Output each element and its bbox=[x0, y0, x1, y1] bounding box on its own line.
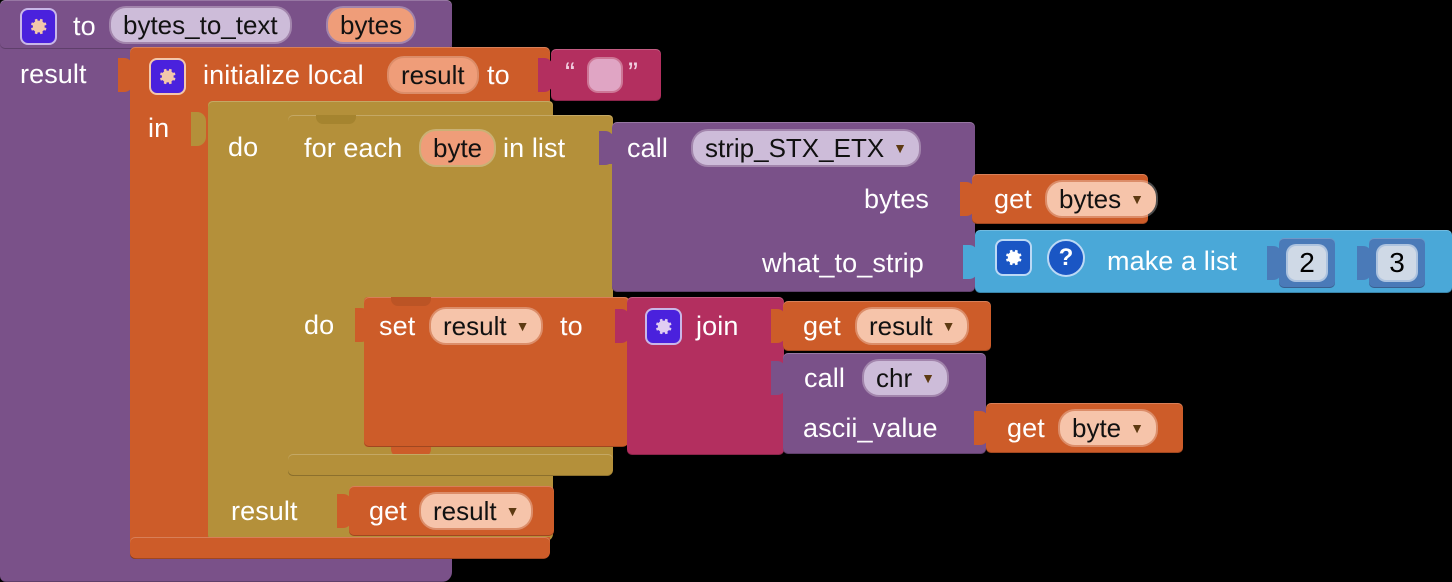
for-each-top-notch bbox=[316, 115, 356, 124]
join-operand-socket-2[interactable] bbox=[771, 361, 786, 395]
get-label-result-return: get bbox=[369, 496, 407, 526]
set-variable-dropdown-result[interactable]: result ▼ bbox=[431, 309, 542, 343]
procedure-name-field[interactable]: bytes_to_text bbox=[111, 8, 290, 42]
get-label-result-join: get bbox=[803, 311, 841, 341]
for-each-in-list-label: in list bbox=[503, 133, 566, 163]
make-a-list-mutator-gear-icon[interactable] bbox=[995, 239, 1032, 276]
procedure-mutator-gear-icon[interactable] bbox=[20, 8, 57, 45]
set-variable-text-result: result bbox=[443, 310, 507, 341]
procedure-to-keyword: to bbox=[73, 11, 96, 41]
text-string-field[interactable] bbox=[589, 59, 621, 91]
set-result-top-notch bbox=[391, 297, 431, 306]
call-procedure-name-dropdown-chr[interactable]: chr ▼ bbox=[864, 361, 947, 395]
join-label: join bbox=[696, 311, 739, 341]
set-value-socket[interactable] bbox=[615, 309, 630, 343]
make-a-list-item-socket-1[interactable] bbox=[1267, 246, 1282, 280]
chevron-down-icon[interactable]: ▼ bbox=[1130, 420, 1145, 436]
initialize-local-mutator-gear-icon[interactable] bbox=[149, 58, 186, 95]
call-chr-arg-socket-ascii-value[interactable] bbox=[974, 411, 989, 445]
get-label-bytes: get bbox=[994, 184, 1032, 214]
chevron-down-icon[interactable]: ▼ bbox=[941, 318, 956, 334]
text-close-quote: ” bbox=[628, 57, 638, 90]
local-result-return-socket[interactable] bbox=[337, 494, 352, 528]
call-procedure-name-dropdown-strip[interactable]: strip_STX_ETX ▼ bbox=[693, 131, 920, 165]
chevron-down-icon[interactable]: ▼ bbox=[515, 318, 530, 334]
for-each-prefix-label: for each bbox=[304, 133, 403, 163]
join-mutator-gear-icon[interactable] bbox=[645, 308, 682, 345]
text-open-quote: “ bbox=[565, 57, 575, 90]
get-variable-dropdown-result-return[interactable]: result ▼ bbox=[421, 494, 532, 528]
get-label-byte: get bbox=[1007, 413, 1045, 443]
for-each-loop-variable-field[interactable]: byte bbox=[421, 131, 495, 165]
question-mark-icon[interactable]: ? bbox=[1047, 239, 1085, 277]
for-each-body-do-label: do bbox=[304, 310, 335, 340]
initialize-local-body-socket[interactable] bbox=[191, 112, 206, 146]
get-variable-dropdown-bytes[interactable]: bytes ▼ bbox=[1047, 182, 1157, 216]
call-arg-socket-bytes[interactable] bbox=[960, 182, 975, 216]
number-field-1[interactable]: 2 bbox=[1288, 246, 1326, 280]
get-variable-text-result-return: result bbox=[433, 495, 497, 526]
call-arg-label-bytes: bytes bbox=[864, 184, 930, 214]
initialize-local-to-label: to bbox=[487, 60, 510, 90]
chevron-down-icon[interactable]: ▼ bbox=[1130, 191, 1145, 207]
initialize-local-in-label: in bbox=[148, 113, 170, 143]
call-strip-output-tab bbox=[601, 134, 615, 164]
make-a-list-label: make a list bbox=[1107, 246, 1238, 276]
get-variable-dropdown-byte[interactable]: byte ▼ bbox=[1060, 411, 1157, 445]
local-result-return-label: result bbox=[231, 496, 298, 526]
set-to-label: to bbox=[560, 311, 583, 341]
call-label-strip: call bbox=[627, 133, 668, 163]
outer-do-label: do bbox=[228, 132, 259, 162]
call-arg-socket-what-to-strip[interactable] bbox=[963, 245, 978, 279]
procedure-return-label: result bbox=[20, 59, 87, 89]
initialize-local-bottom-lip bbox=[130, 537, 550, 559]
call-procedure-name-text-chr: chr bbox=[876, 362, 913, 393]
set-label: set bbox=[379, 311, 416, 341]
chevron-down-icon[interactable]: ▼ bbox=[921, 370, 935, 386]
get-variable-text-byte: byte bbox=[1072, 412, 1122, 443]
number-field-2[interactable]: 3 bbox=[1378, 246, 1416, 280]
local-value-socket[interactable] bbox=[538, 58, 553, 92]
for-each-bottom-lip bbox=[288, 454, 613, 476]
procedure-return-socket[interactable] bbox=[118, 58, 133, 92]
call-arg-label-what-to-strip: what_to_strip bbox=[762, 248, 924, 278]
call-procedure-name-text-strip: strip_STX_ETX bbox=[705, 132, 885, 163]
chevron-down-icon[interactable]: ▼ bbox=[505, 503, 520, 519]
get-variable-dropdown-result-join[interactable]: result ▼ bbox=[857, 309, 968, 343]
get-variable-text-result-join: result bbox=[869, 310, 933, 341]
make-a-list-item-socket-2[interactable] bbox=[1357, 246, 1372, 280]
set-result-bottom-notch bbox=[391, 447, 431, 457]
procedure-parameter-bytes[interactable]: bytes bbox=[328, 8, 415, 42]
call-label-chr: call bbox=[804, 363, 845, 393]
call-chr-arg-label-ascii-value: ascii_value bbox=[803, 413, 938, 443]
initialize-local-label: initialize local bbox=[203, 60, 364, 90]
get-variable-text-bytes: bytes bbox=[1059, 183, 1122, 214]
join-operand-socket-1[interactable] bbox=[771, 309, 786, 343]
local-variable-name-field[interactable]: result bbox=[389, 58, 477, 92]
help-glyph: ? bbox=[1058, 244, 1074, 271]
chevron-down-icon[interactable]: ▼ bbox=[893, 140, 908, 156]
